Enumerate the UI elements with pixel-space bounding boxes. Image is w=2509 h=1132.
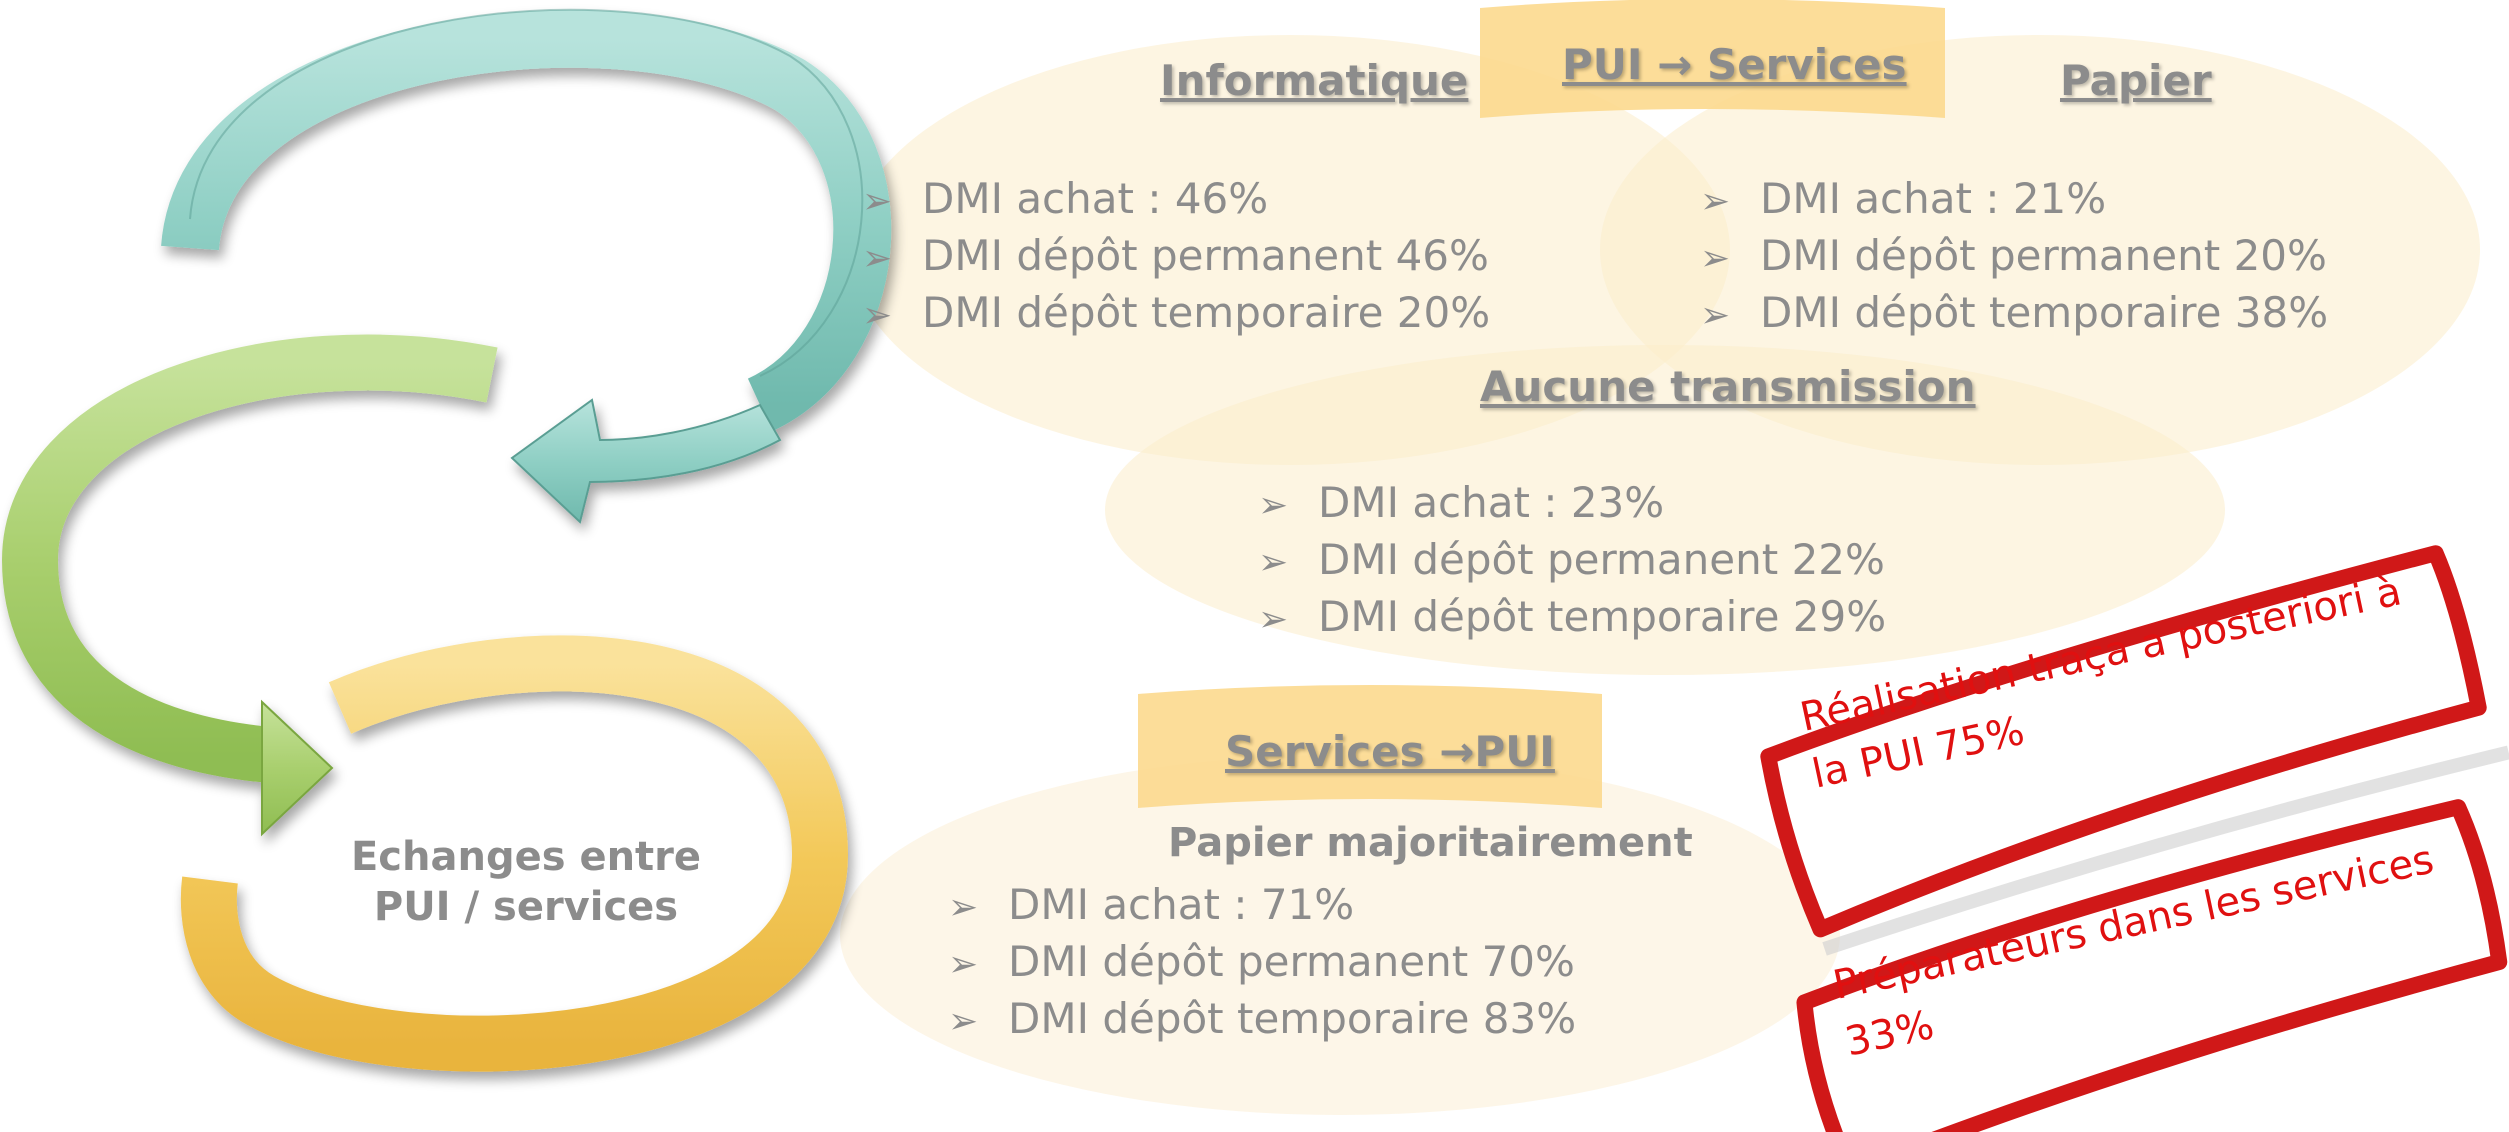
bullet-arrow-icon: ➢ [1258,485,1289,526]
stamp-frame-1 [1760,545,2509,956]
heading-aucune-transmission: Aucune transmission [1480,362,1976,411]
list-item: ➢DMI dépôt temporaire 83% [948,990,1576,1047]
list-item: ➢DMI dépôt permanent 46% [862,227,1490,284]
list-item: ➢DMI dépôt temporaire 20% [862,284,1490,341]
ellipse-services-pui [840,755,1840,1115]
list-papier: ➢DMI achat : 21% ➢DMI dépôt permanent 20… [1700,170,2328,341]
list-informatique: ➢DMI achat : 46% ➢DMI dépôt permanent 46… [862,170,1490,341]
bullet-arrow-icon: ➢ [1700,181,1731,222]
banner-services-pui-label: Services →PUI [1225,727,1555,776]
bullet-arrow-icon: ➢ [862,295,893,336]
bullet-arrow-icon: ➢ [948,944,979,985]
list-item: ➢DMI achat : 21% [1700,170,2328,227]
center-label: Echanges entre PUI / services [350,834,702,930]
stamp-frame-2 [1796,799,2508,1132]
heading-informatique: Informatique [1160,56,1469,105]
bullet-arrow-icon: ➢ [862,238,893,279]
list-item: ➢DMI achat : 71% [948,876,1576,933]
list-item: ➢DMI dépôt permanent 70% [948,933,1576,990]
list-item: ➢DMI dépôt temporaire 29% [1258,588,1886,645]
banner-pui-services [1480,0,1945,118]
bullet-arrow-icon: ➢ [1258,542,1289,583]
ellipse-aucune-transmission [1105,345,2225,675]
list-item: ➢DMI dépôt temporaire 38% [1700,284,2328,341]
list-services-pui: ➢DMI achat : 71% ➢DMI dépôt permanent 70… [948,876,1576,1047]
bullet-arrow-icon: ➢ [862,181,893,222]
banner-services-pui [1138,685,1602,808]
list-aucune-transmission: ➢DMI achat : 23% ➢DMI dépôt permanent 22… [1258,474,1886,645]
list-item: ➢DMI dépôt permanent 20% [1700,227,2328,284]
list-item: ➢DMI dépôt permanent 22% [1258,531,1886,588]
banner-pui-services-label: PUI → Services [1562,40,1907,89]
heading-papier: Papier [2060,56,2212,105]
teal-curved-arrow [161,8,892,524]
list-item: ➢DMI achat : 46% [862,170,1490,227]
subheading-papier-majoritairement: Papier majoritairement [1168,820,1693,866]
bullet-arrow-icon: ➢ [1700,295,1731,336]
bullet-arrow-icon: ➢ [1700,238,1731,279]
yellow-ring [180,635,849,1072]
bullet-arrow-icon: ➢ [948,1001,979,1042]
bullet-arrow-icon: ➢ [1258,599,1289,640]
bullet-arrow-icon: ➢ [948,887,979,928]
green-curved-arrow [1,334,498,837]
list-item: ➢DMI achat : 23% [1258,474,1886,531]
